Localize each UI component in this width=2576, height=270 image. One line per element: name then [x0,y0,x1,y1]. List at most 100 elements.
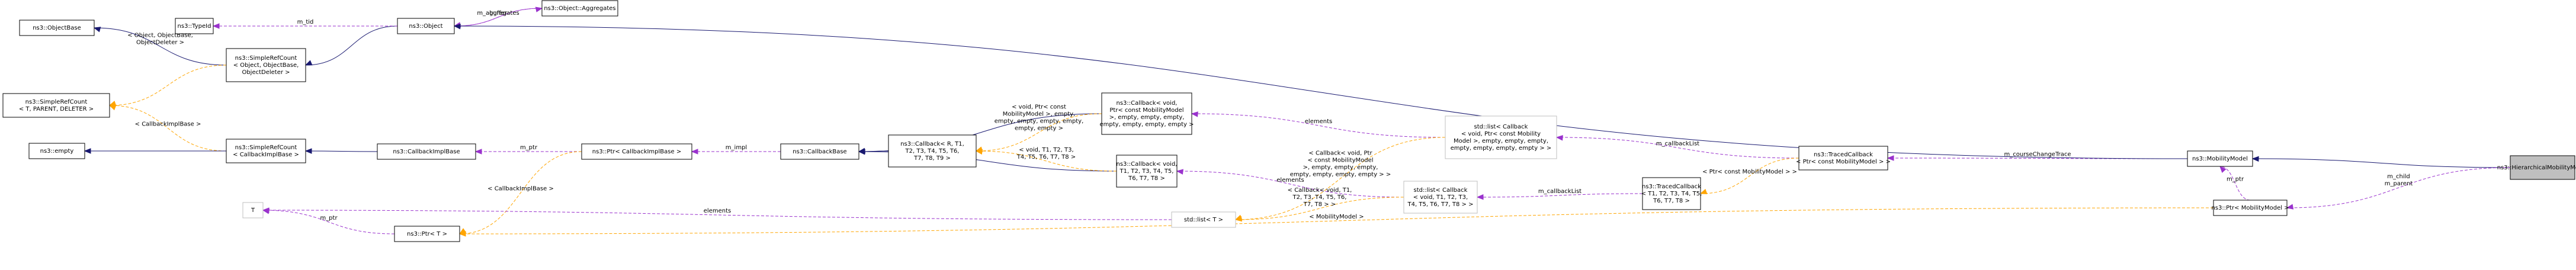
class-node-simplerefcount-tpl[interactable]: ns3::SimpleRefCount< T, PARENT, DELETER … [2,93,110,118]
edge-line [976,113,1102,152]
class-node-list-tpl[interactable]: std::list< T > [1171,211,1236,228]
edge-line [1700,158,1799,194]
node-box [1798,146,1888,171]
edge-label: m_callbackList [1656,141,1699,147]
arrowhead-icon [858,149,865,155]
edge-label: m_aggregates [477,10,519,17]
arrowhead-icon [2251,156,2259,162]
node-label-line: ns3::TracedCallback [1814,152,1873,158]
edge-usage-list-tpl-to-T: elements [262,207,1172,220]
arrowhead-icon [2219,165,2227,173]
arrowhead-icon [1555,135,1563,141]
edge-label: m_callbackList [1538,188,1581,195]
node-box [1403,181,1478,214]
node-label-line: ns3::SimpleRefCount [235,55,297,62]
edge-label: < Callback< void, T1, [1288,187,1352,194]
edge-line [109,105,227,152]
class-node-objectbase[interactable]: ns3::ObjectBase [19,20,95,36]
edge-label: m_child [2387,173,2410,180]
edge-line [262,210,395,234]
edge-template-callback-t-to-callback-tpl: < void, T1, T2, T3,T4, T5, T6, T7, T8 > [975,147,1117,172]
node-label-line: T7, T8, T9 > [913,155,951,162]
class-node-mobilitymodel[interactable]: ns3::MobilityModel [2187,150,2253,167]
node-box [226,139,306,163]
edge-template-traced-mm-to-traced-t: < Ptr< const MobilityModel > > [1699,158,1799,194]
node-label-line: ns3::Ptr< MobilityModel > [2211,205,2289,211]
edge-template-simplerefcount-cb-to-simplerefcount-tpl: < CallbackImplBase > [108,105,227,152]
edge-line [2219,166,2251,201]
arrowhead-icon [2286,204,2294,210]
node-label-line: T2, T3, T4, T5, T6, [905,148,960,155]
node-box [2510,155,2575,180]
node-label-line: ns3::HierarchicalMobilityModel [2497,165,2576,171]
class-node-T[interactable]: T [242,202,264,218]
class-node-callbackbase[interactable]: ns3::CallbackBase [780,143,859,160]
edge-usage-object-to-aggregates: m_aggregates [454,7,543,27]
class-node-ptr-tpl[interactable]: ns3::Ptr< T > [394,226,460,242]
node-label-line: T1, T2, T3, T4, T5, [1119,168,1174,175]
edge-usage-traced-t-to-list-t: m_callbackList [1476,188,1643,200]
node-box [2187,150,2253,167]
edge-template-simplerefcount-obj-to-simplerefcount-tpl [108,65,227,107]
edge-label: elements [704,208,731,214]
arrowhead-icon [108,101,117,107]
node-label-line: T [251,207,255,214]
class-node-empty[interactable]: ns3::empty [28,143,85,159]
arrowhead-icon [458,231,466,237]
class-node-callback-tpl[interactable]: ns3::Callback< R, T1,T2, T3, T4, T5, T6,… [888,134,977,168]
class-node-traced-mm[interactable]: ns3::TracedCallback< Ptr< const Mobility… [1796,146,1891,171]
edge-inherit-simplerefcount-cb-to-empty [84,148,226,154]
node-label-line: ns3::SimpleRefCount [235,144,297,151]
node-label-line: ns3::CallbackImplBase [393,149,460,155]
class-node-traced-t[interactable]: ns3::TracedCallback< T1, T2, T3, T4, T5,… [1641,177,1702,210]
edge-line [1176,171,1404,198]
class-node-ptr-mm[interactable]: ns3::Ptr< MobilityModel > [2211,200,2289,216]
class-node-typeid[interactable]: ns3::TypeId [175,18,214,34]
class-node-callback-t[interactable]: ns3::Callback< void,T1, T2, T3, T4, T5,T… [1116,155,1178,188]
edge-line [2252,158,2511,168]
class-node-object[interactable]: ns3::Object [397,18,455,34]
edge-inherit-callbackimplbase-to-simplerefcount-cb [304,148,378,154]
node-box [1101,92,1192,135]
edge-line [305,150,378,152]
node-label-line: ns3::TypeId [178,23,211,30]
edge-label: ObjectDeleter > [136,40,184,46]
class-node-simplerefcount-obj[interactable]: ns3::SimpleRefCount< Object, ObjectBase,… [226,48,306,82]
edge-label: T4, T5, T6, T7, T8 > [1016,154,1076,160]
class-node-callbackimplbase[interactable]: ns3::CallbackImplBase [377,143,476,160]
node-box [377,143,476,160]
class-node-simplerefcount-cb[interactable]: ns3::SimpleRefCount< CallbackImplBase > [226,139,306,163]
node-label-line: ns3::Ptr< CallbackImplBase > [592,149,681,155]
class-node-callback-mm[interactable]: ns3::Callback< void,Ptr< const MobilityM… [1100,92,1194,135]
edge-usage-callbackbase-to-ptr-cbimpl: m_impl [691,144,781,155]
node-label-line: < void, T1, T2, T3, [1413,194,1468,201]
edge-line [2286,167,2511,208]
edge-line [1235,137,1446,220]
edge-label: T2, T3, T4, T5, T6, [1292,194,1347,201]
edge-line [94,27,227,66]
edge-line [1556,137,1799,159]
node-label-line: ns3::Callback< R, T1, [900,141,964,147]
node-box [780,143,859,160]
arrowhead-icon [691,149,698,155]
edge-label: < MobilityModel > [1309,214,1364,220]
node-box [1642,177,1701,210]
node-label-line: T6, T7, T8 > [1128,175,1165,182]
arrowhead-icon [1234,216,1243,222]
node-label-line: empty, empty, empty, empty > > [1451,145,1552,152]
class-node-aggregates[interactable]: ns3::Object::Aggregates [541,0,618,17]
class-node-list-mm[interactable]: std::list< Callback< void, Ptr< const Mo… [1445,115,1557,159]
class-node-ptr-cbimpl[interactable]: ns3::Ptr< CallbackImplBase > [581,143,692,160]
node-box [242,202,264,218]
class-node-list-t[interactable]: std::list< Callback< void, T1, T2, T3,T4… [1403,181,1478,214]
node-label-line: < Ptr< const MobilityModel > > [1796,159,1891,165]
arrowhead-icon [1176,169,1183,175]
node-label-line: std::list< Callback [1414,187,1468,194]
edge-inherit-hierarchical-to-mobilitymodel [2251,156,2511,168]
edge-usage-ptr-tpl-to-T: m_ptr [262,208,395,234]
arrowhead-icon [535,7,543,12]
edge-label: elements [1305,118,1332,125]
